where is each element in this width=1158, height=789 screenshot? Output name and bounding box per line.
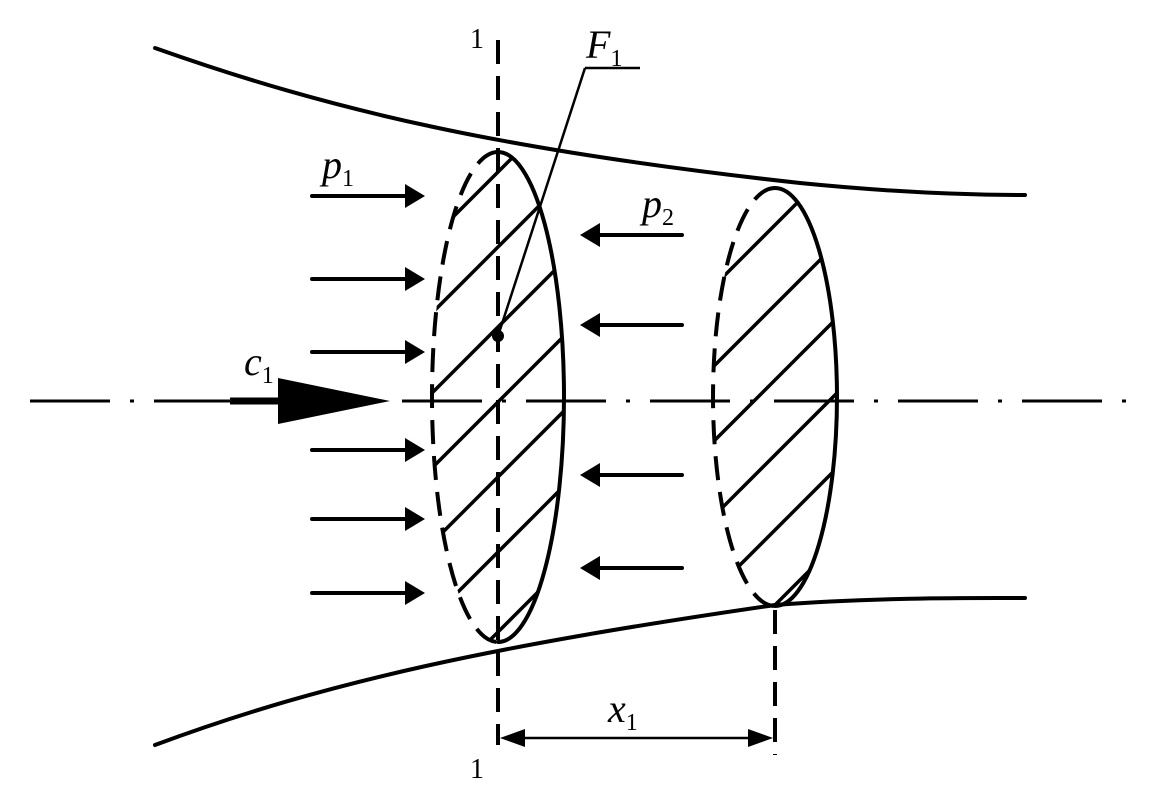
distance-dimension-arrow	[500, 729, 773, 747]
upper-wall	[153, 46, 1027, 197]
section-label-bottom: 1	[470, 754, 484, 785]
inflow-pressure-arrows	[310, 184, 425, 605]
section2-front-edge	[773, 186, 839, 608]
section-label-top: 1	[470, 24, 484, 55]
section1-front-edge	[496, 150, 566, 644]
distance-label: x1	[607, 686, 638, 736]
section1-back-edge	[430, 150, 499, 644]
section2-back-edge	[711, 186, 776, 608]
counter-pressure-arrows	[580, 223, 684, 580]
lower-wall	[153, 595, 1027, 747]
area-point	[492, 330, 504, 342]
area-leader-line	[496, 67, 587, 337]
area-label: F1	[585, 22, 622, 72]
pressure-out-label: p2	[639, 181, 674, 231]
section2-hatch	[713, 188, 837, 606]
velocity-label: c1	[244, 339, 274, 389]
velocity-arrow	[230, 378, 390, 424]
pressure-in-label: p1	[319, 142, 354, 192]
